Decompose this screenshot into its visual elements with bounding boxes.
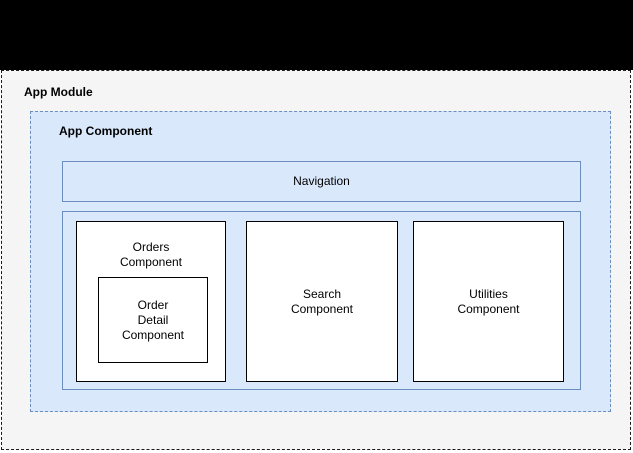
navigation-box: Navigation (62, 161, 581, 202)
top-black-bar (0, 0, 633, 70)
app-component-label: App Component (59, 124, 153, 138)
utilities-component-label: Utilities Component (457, 286, 520, 316)
utilities-component-box: Utilities Component (413, 221, 564, 382)
orders-component-box: Orders Component Order Detail Component (76, 221, 226, 382)
app-component-container: App Component Navigation Orders Componen… (30, 111, 611, 412)
order-detail-component-box: Order Detail Component (98, 277, 208, 363)
navigation-label: Navigation (293, 174, 350, 188)
app-module-container: App Module App Component Navigation Orde… (1, 70, 631, 450)
components-container: Orders Component Order Detail Component … (62, 211, 581, 390)
search-component-label: Search Component (290, 286, 354, 316)
search-component-box: Search Component (246, 221, 398, 382)
order-detail-component-label: Order Detail Component (121, 297, 185, 342)
orders-component-label: Orders Component (119, 240, 183, 269)
app-module-label: App Module (24, 85, 93, 99)
